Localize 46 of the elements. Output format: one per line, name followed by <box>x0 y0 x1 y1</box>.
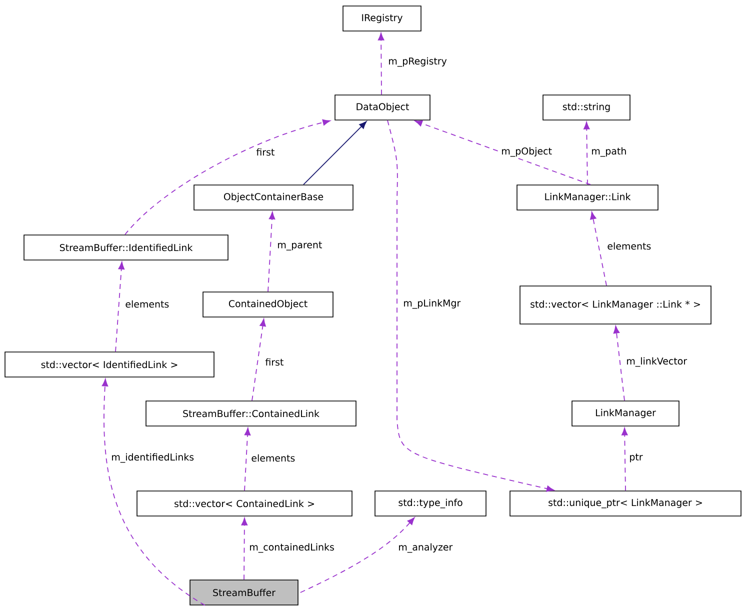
edge-label: m_identifiedLinks <box>110 452 196 464</box>
arrow <box>590 212 607 286</box>
edge-label: m_pRegistry <box>387 56 448 68</box>
arrow <box>378 32 384 96</box>
arrow <box>102 378 206 606</box>
class-box: LinkManager::Link <box>516 184 658 210</box>
arrow <box>414 120 591 186</box>
arrow <box>622 428 628 492</box>
class-box: std::string <box>542 94 630 120</box>
arrow <box>300 517 415 593</box>
edge-label: elements <box>124 299 170 309</box>
arrow <box>268 212 276 292</box>
class-box: StreamBuffer <box>190 580 298 606</box>
arrow <box>387 120 554 492</box>
class-box: LinkManager <box>572 400 680 426</box>
class-box: ContainedObject <box>202 292 334 318</box>
arrow <box>613 326 625 402</box>
class-box: StreamBuffer::ContainedLink <box>146 400 356 426</box>
edge-label: first <box>264 357 285 367</box>
edge-label: m_path <box>590 146 628 158</box>
edge-label: ptr <box>628 452 644 464</box>
arrow <box>124 119 330 236</box>
edge-label: m_pObject <box>500 146 553 158</box>
arrow <box>252 318 266 402</box>
edge-label: m_pLinkMgr <box>402 298 462 310</box>
edge-label: first <box>255 147 276 157</box>
edge-label: m_analyzer <box>397 542 454 554</box>
class-box: std::vector< LinkManager ::Link * > <box>520 286 712 324</box>
class-box: ObjectContainerBase <box>194 184 354 210</box>
arrow <box>303 121 367 186</box>
class-box: DataObject <box>334 94 430 120</box>
arrow <box>115 262 125 352</box>
class-box: std::vector< ContainedLink > <box>136 490 352 516</box>
edge-label: m_parent <box>276 240 324 252</box>
edge-label: elements <box>250 453 296 463</box>
class-box: IRegistry <box>342 6 422 32</box>
class-box: StreamBuffer::IdentifiedLink <box>24 234 228 260</box>
arrow <box>244 428 251 492</box>
edge-label: m_containedLinks <box>248 542 336 554</box>
class-box: std::vector< IdentifiedLink > <box>4 352 214 378</box>
arrow <box>584 122 590 186</box>
class-box: std::unique_ptr< LinkManager > <box>510 490 742 516</box>
edge-label: m_linkVector <box>625 356 688 368</box>
edge-label: elements <box>606 241 652 251</box>
class-box: std::type_info <box>374 490 486 516</box>
arrow <box>241 518 248 580</box>
